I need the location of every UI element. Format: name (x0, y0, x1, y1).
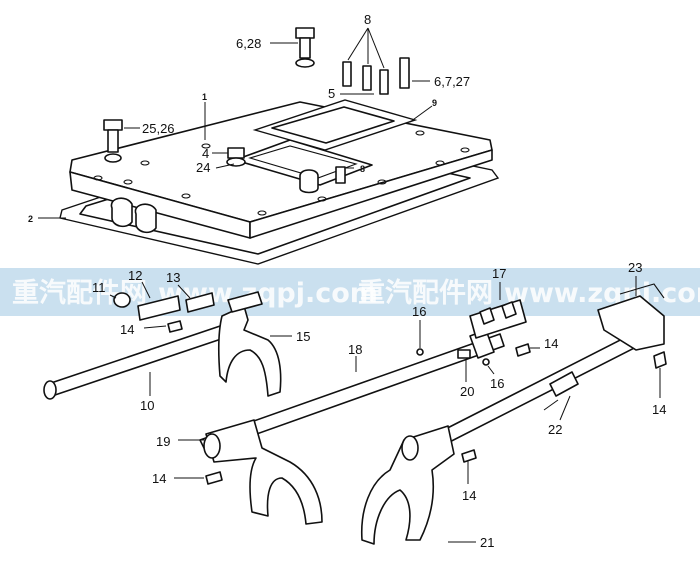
callout-20: 20 (460, 384, 474, 399)
cover-plate (69, 101, 493, 239)
callout-14-d: 14 (152, 471, 166, 486)
shaft-10 (43, 321, 237, 400)
callout-6-28: 6,28 (236, 36, 261, 51)
callout-23: 23 (628, 260, 642, 275)
callout-19: 19 (156, 434, 170, 449)
callout-15: 15 (296, 329, 310, 344)
bolt-14-a (167, 320, 183, 333)
callout-14-e: 14 (462, 488, 476, 503)
fork-19 (203, 419, 323, 525)
callout-9: 9 (432, 98, 437, 108)
fork-15 (217, 291, 282, 397)
callout-8-mid: 8 (360, 164, 365, 174)
watermark-band (0, 268, 700, 316)
callout-1: 1 (202, 92, 207, 102)
bolt-14-e (461, 449, 477, 463)
callout-14-c: 14 (652, 402, 666, 417)
watermark-text-3: 重汽配件网 (358, 278, 493, 309)
top-gasket (252, 99, 418, 151)
ball-16-a (416, 348, 424, 356)
bracket-17 (469, 299, 527, 339)
watermark-text-4: www.zqpj.com (504, 278, 700, 309)
bracket-23 (597, 283, 665, 351)
fork-21 (360, 425, 455, 545)
stud-6-7-27 (399, 57, 410, 89)
callout-13: 13 (166, 270, 180, 285)
callout-25-26: 25,26 (142, 121, 175, 136)
callout-22: 22 (548, 422, 562, 437)
callout-16-a: 16 (412, 304, 426, 319)
bolt-14-c (653, 351, 667, 369)
ball-16-b (482, 358, 490, 366)
bolt-14-d (205, 471, 223, 485)
callout-17: 17 (492, 266, 506, 281)
callout-12: 12 (128, 268, 142, 283)
callout-21: 21 (480, 535, 494, 550)
bolt-14-b (515, 343, 531, 357)
callout-11: 11 (92, 280, 106, 295)
callout-4: 4 (202, 146, 209, 161)
callout-14-a: 14 (120, 322, 134, 337)
leader-lines (38, 27, 661, 543)
bolt-25-26 (103, 119, 123, 163)
callout-6-7-27: 6,7,27 (434, 74, 470, 89)
detent-parts-11-12-13 (113, 292, 215, 321)
bolt-6-28 (295, 27, 315, 68)
springs-8 (342, 61, 389, 95)
spring-8-mid (335, 166, 346, 184)
callout-18: 18 (348, 342, 362, 357)
callout-16-b: 16 (490, 376, 504, 391)
callout-8-top: 8 (364, 12, 371, 27)
pin-20 (457, 349, 471, 359)
callout-10: 10 (140, 398, 154, 413)
shaft-22 (419, 329, 647, 455)
callout-14-b: 14 (544, 336, 558, 351)
callout-5: 5 (328, 86, 335, 101)
callout-24: 24 (196, 160, 210, 175)
plug-4-24 (226, 147, 246, 167)
callout-2: 2 (28, 214, 33, 224)
